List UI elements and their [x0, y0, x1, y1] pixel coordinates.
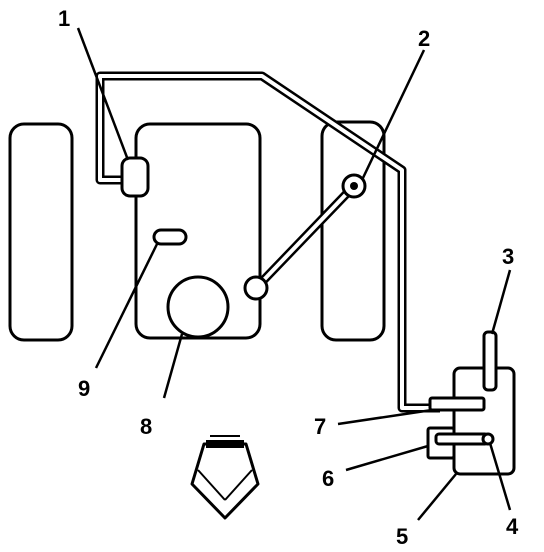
label-2: 2: [418, 26, 430, 51]
label-6: 6: [322, 466, 334, 491]
component-8: [166, 275, 230, 339]
component-4: [481, 432, 495, 446]
component-7: [428, 396, 486, 412]
component-9: [152, 228, 188, 246]
label-8: 8: [140, 414, 152, 439]
component-3: [482, 330, 498, 392]
down-arrow-icon: [190, 435, 260, 520]
leader-lines: [76, 27, 512, 521]
right-wheel: [320, 120, 386, 342]
left-wheel: [8, 122, 74, 342]
label-1: 1: [58, 6, 70, 31]
label-4: 4: [506, 514, 519, 539]
linkage-rod: [251, 181, 359, 293]
label-3: 3: [502, 244, 514, 269]
label-9: 9: [78, 376, 90, 401]
label-5: 5: [396, 524, 408, 549]
component-1: [120, 156, 150, 198]
pipe-line: [95, 71, 440, 413]
component-2-hub: [350, 182, 358, 190]
label-7: 7: [314, 414, 326, 439]
engine-pivot: [243, 275, 269, 301]
component-4-rod: [434, 432, 490, 446]
